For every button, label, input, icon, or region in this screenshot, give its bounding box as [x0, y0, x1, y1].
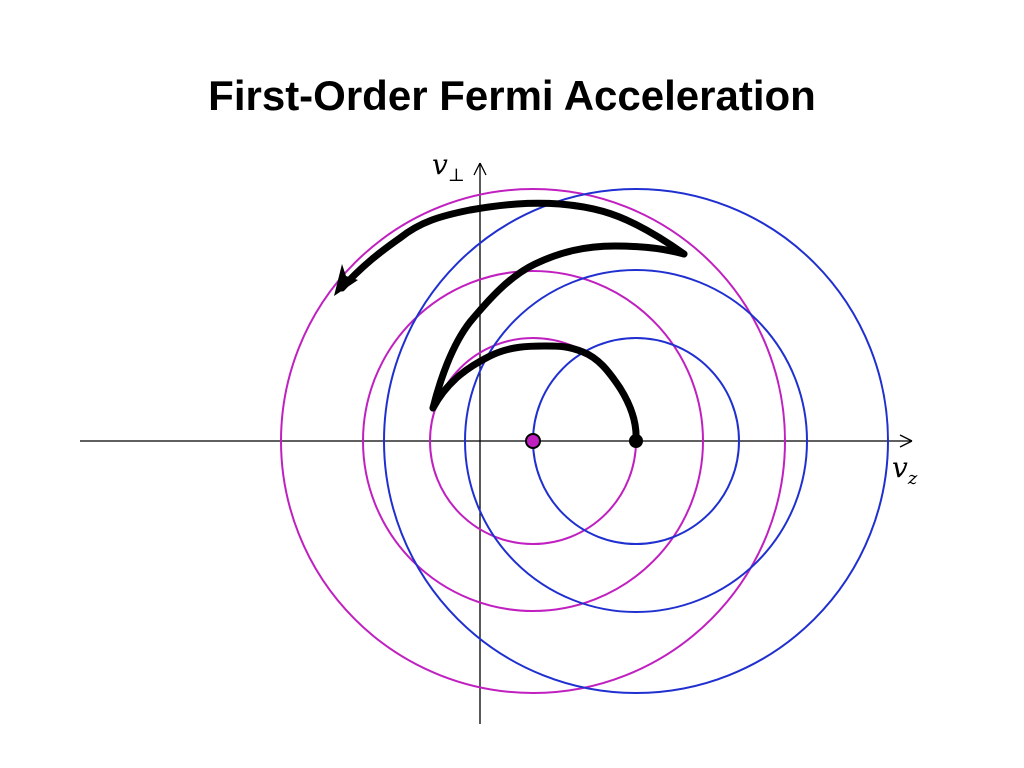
trajectory-arc-1: [429, 342, 640, 445]
trajectory-arrowhead: [334, 264, 358, 296]
vertical-axis-label-main: v: [432, 148, 448, 181]
horizontal-axis-label: vz: [892, 451, 918, 489]
trajectory-arc-2: [429, 242, 688, 412]
blue-circle-medium: [464, 269, 808, 613]
vertical-axis-label: v⊥: [432, 148, 465, 186]
vertical-axis-label-sub: ⊥: [448, 165, 465, 186]
trajectory-arc-3: [338, 199, 688, 292]
slide-title: First-Order Fermi Acceleration: [208, 72, 816, 119]
horizontal-axis-label-main: v: [892, 451, 908, 484]
magenta-circle-medium: [362, 270, 704, 612]
horizontal-axis-arrowhead: [899, 434, 913, 448]
magenta-circle-large: [280, 188, 786, 694]
blue-circle-large: [383, 188, 889, 694]
magenta-center-point: [525, 433, 541, 449]
horizontal-axis-label-sub: z: [907, 468, 918, 489]
vertical-axis-arrowhead: [473, 162, 487, 176]
